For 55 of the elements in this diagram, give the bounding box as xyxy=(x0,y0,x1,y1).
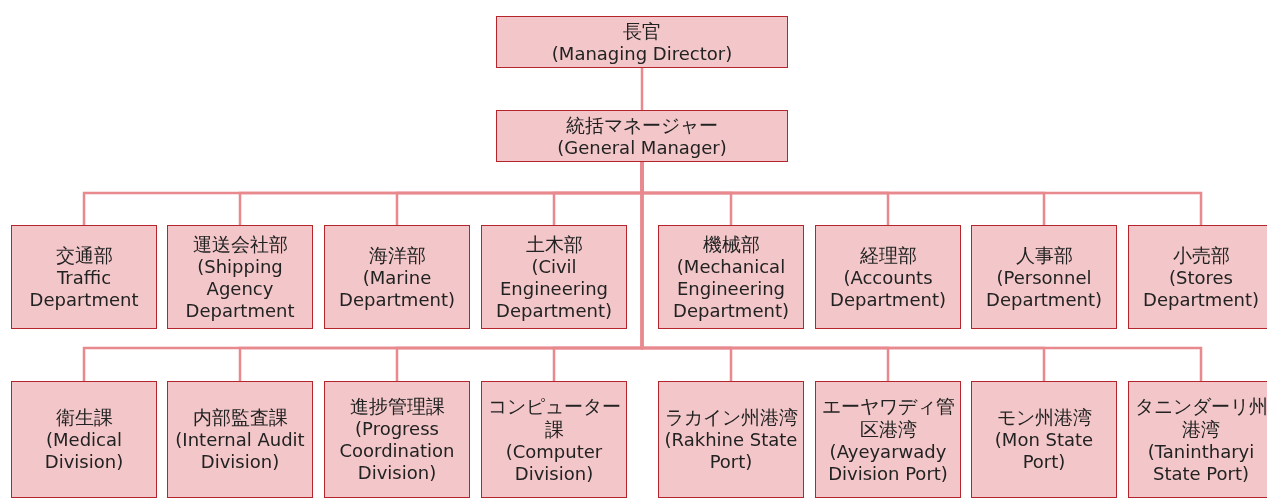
japanese-name: エーヤワディ管区港湾 xyxy=(820,394,956,441)
japanese-name: 内部監査課 xyxy=(192,406,288,429)
english-name: Traffic Department xyxy=(28,266,140,311)
japanese-name: 衛生課 xyxy=(55,406,113,429)
english-name: (Progress Coordination Division) xyxy=(338,418,456,484)
japanese-name: タニンダーリ州港湾 xyxy=(1133,394,1267,441)
japanese-name: 小売部 xyxy=(1172,243,1230,267)
japanese-name: コンピューター課 xyxy=(486,394,622,441)
english-name: (Internal Audit Division) xyxy=(174,429,306,473)
english-name: (Marine Department) xyxy=(338,266,456,311)
english-name: (Medical Division) xyxy=(43,429,125,473)
org-box xyxy=(971,381,1117,498)
org-box xyxy=(481,225,627,329)
org-box xyxy=(167,381,313,498)
japanese-name: モン州港湾 xyxy=(996,406,1092,429)
japanese-name: 運送会社部 xyxy=(192,232,288,256)
org-box xyxy=(496,16,788,68)
english-name: (Managing Director) xyxy=(551,42,733,65)
org-box xyxy=(658,381,804,498)
english-name: (Civil Engineering Department) xyxy=(495,255,613,322)
org-box xyxy=(324,225,470,329)
org-box xyxy=(1128,225,1267,329)
org-box xyxy=(815,225,961,329)
japanese-name: 土木部 xyxy=(525,232,583,256)
english-name: (Computer Division) xyxy=(504,440,604,485)
english-name: (Stores Department) xyxy=(1142,266,1260,311)
japanese-name: 機械部 xyxy=(702,232,760,256)
english-name: (Accounts Department) xyxy=(829,266,947,311)
japanese-name: 経理部 xyxy=(859,243,917,267)
english-name: (Personnel Department) xyxy=(985,266,1103,311)
english-name: (Shipping Agency Department xyxy=(184,255,296,322)
japanese-name: 海洋部 xyxy=(368,243,426,267)
english-name: (Mechanical Engineering Department) xyxy=(672,255,790,322)
org-box xyxy=(324,381,470,498)
org-box xyxy=(971,225,1117,329)
org-box xyxy=(481,381,627,498)
english-name: (Mon State Port) xyxy=(993,429,1095,473)
japanese-name: 統括マネージャー xyxy=(566,113,718,137)
japanese-name: 進捗管理課 xyxy=(349,395,445,418)
org-box xyxy=(1128,381,1267,498)
org-box xyxy=(658,225,804,329)
english-name: (Rakhine State Port) xyxy=(663,429,799,473)
japanese-name: ラカイン州港湾 xyxy=(664,406,798,429)
org-box xyxy=(11,225,157,329)
english-name: (Ayeyarwady Division Port) xyxy=(827,440,949,485)
org-box xyxy=(167,225,313,329)
english-name: (Tanintharyi State Port) xyxy=(1146,440,1256,485)
japanese-name: 長官 xyxy=(623,19,661,43)
connector-line xyxy=(640,68,644,110)
english-name: (General Manager) xyxy=(557,136,727,159)
org-box xyxy=(11,381,157,498)
org-box xyxy=(496,110,788,162)
japanese-name: 交通部 xyxy=(55,243,113,267)
org-box xyxy=(815,381,961,498)
japanese-name: 人事部 xyxy=(1015,243,1073,267)
